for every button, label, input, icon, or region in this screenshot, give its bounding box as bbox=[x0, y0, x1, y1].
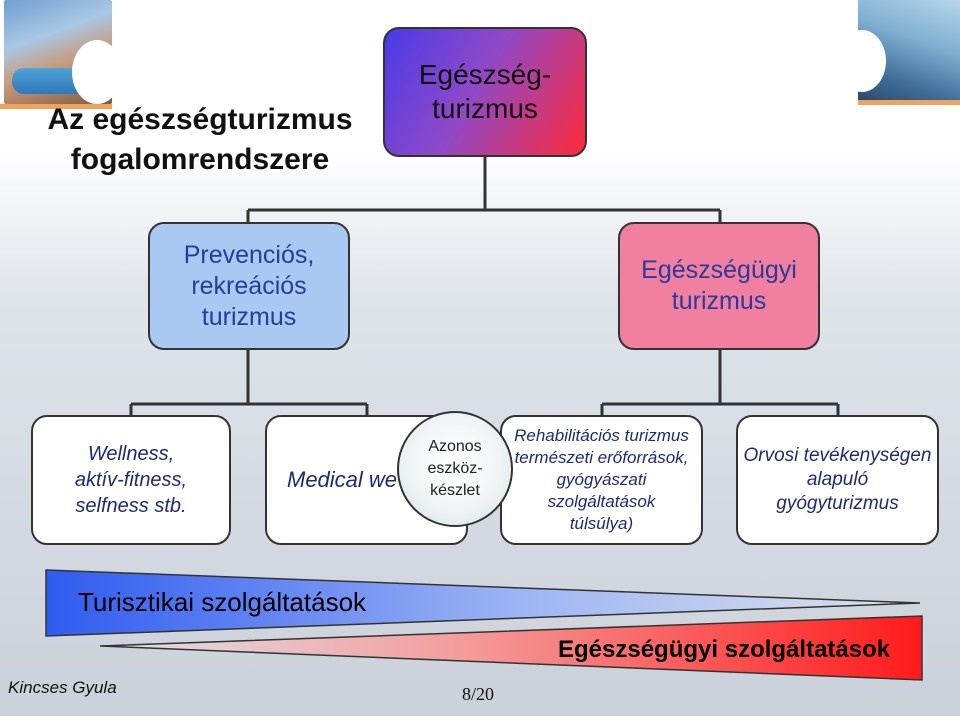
shared-toolset-circle: Azonos eszköz- készlet bbox=[397, 411, 513, 527]
prevention-node: Prevenciós, rekreációs turizmus bbox=[148, 222, 350, 350]
slide-title: Az egészségturizmus fogalomrendszere bbox=[47, 103, 353, 176]
root-node: Egészség- turizmus bbox=[383, 27, 587, 157]
photo-corner-blob-left bbox=[72, 40, 122, 104]
rehab-node: Rehabilitációs turizmus természeti erőfo… bbox=[500, 415, 703, 545]
tourism-services-label: Turisztikai szolgáltatások bbox=[78, 587, 367, 617]
accent-bar-right bbox=[858, 100, 960, 105]
page-number: 8/20 bbox=[462, 684, 495, 704]
prevention-connector bbox=[129, 350, 369, 415]
health-connector bbox=[600, 350, 840, 415]
author-name: Kincses Gyula bbox=[8, 678, 117, 697]
photo-corner-blob-right bbox=[838, 30, 886, 92]
medical-treatment-node: Orvosi tevékenységen alapuló gyógyturizm… bbox=[736, 415, 939, 545]
accent-bar-left bbox=[0, 104, 112, 109]
wellness-node: Wellness, aktív-fitness, selfness stb. bbox=[31, 415, 231, 545]
health-tourism-node: Egészségügyi turizmus bbox=[618, 222, 820, 350]
health-wedge bbox=[99, 615, 923, 681]
tourism-wedge bbox=[45, 569, 921, 637]
root-connector bbox=[246, 157, 722, 222]
health-services-label: Egészségügyi szolgáltatások bbox=[558, 636, 891, 663]
